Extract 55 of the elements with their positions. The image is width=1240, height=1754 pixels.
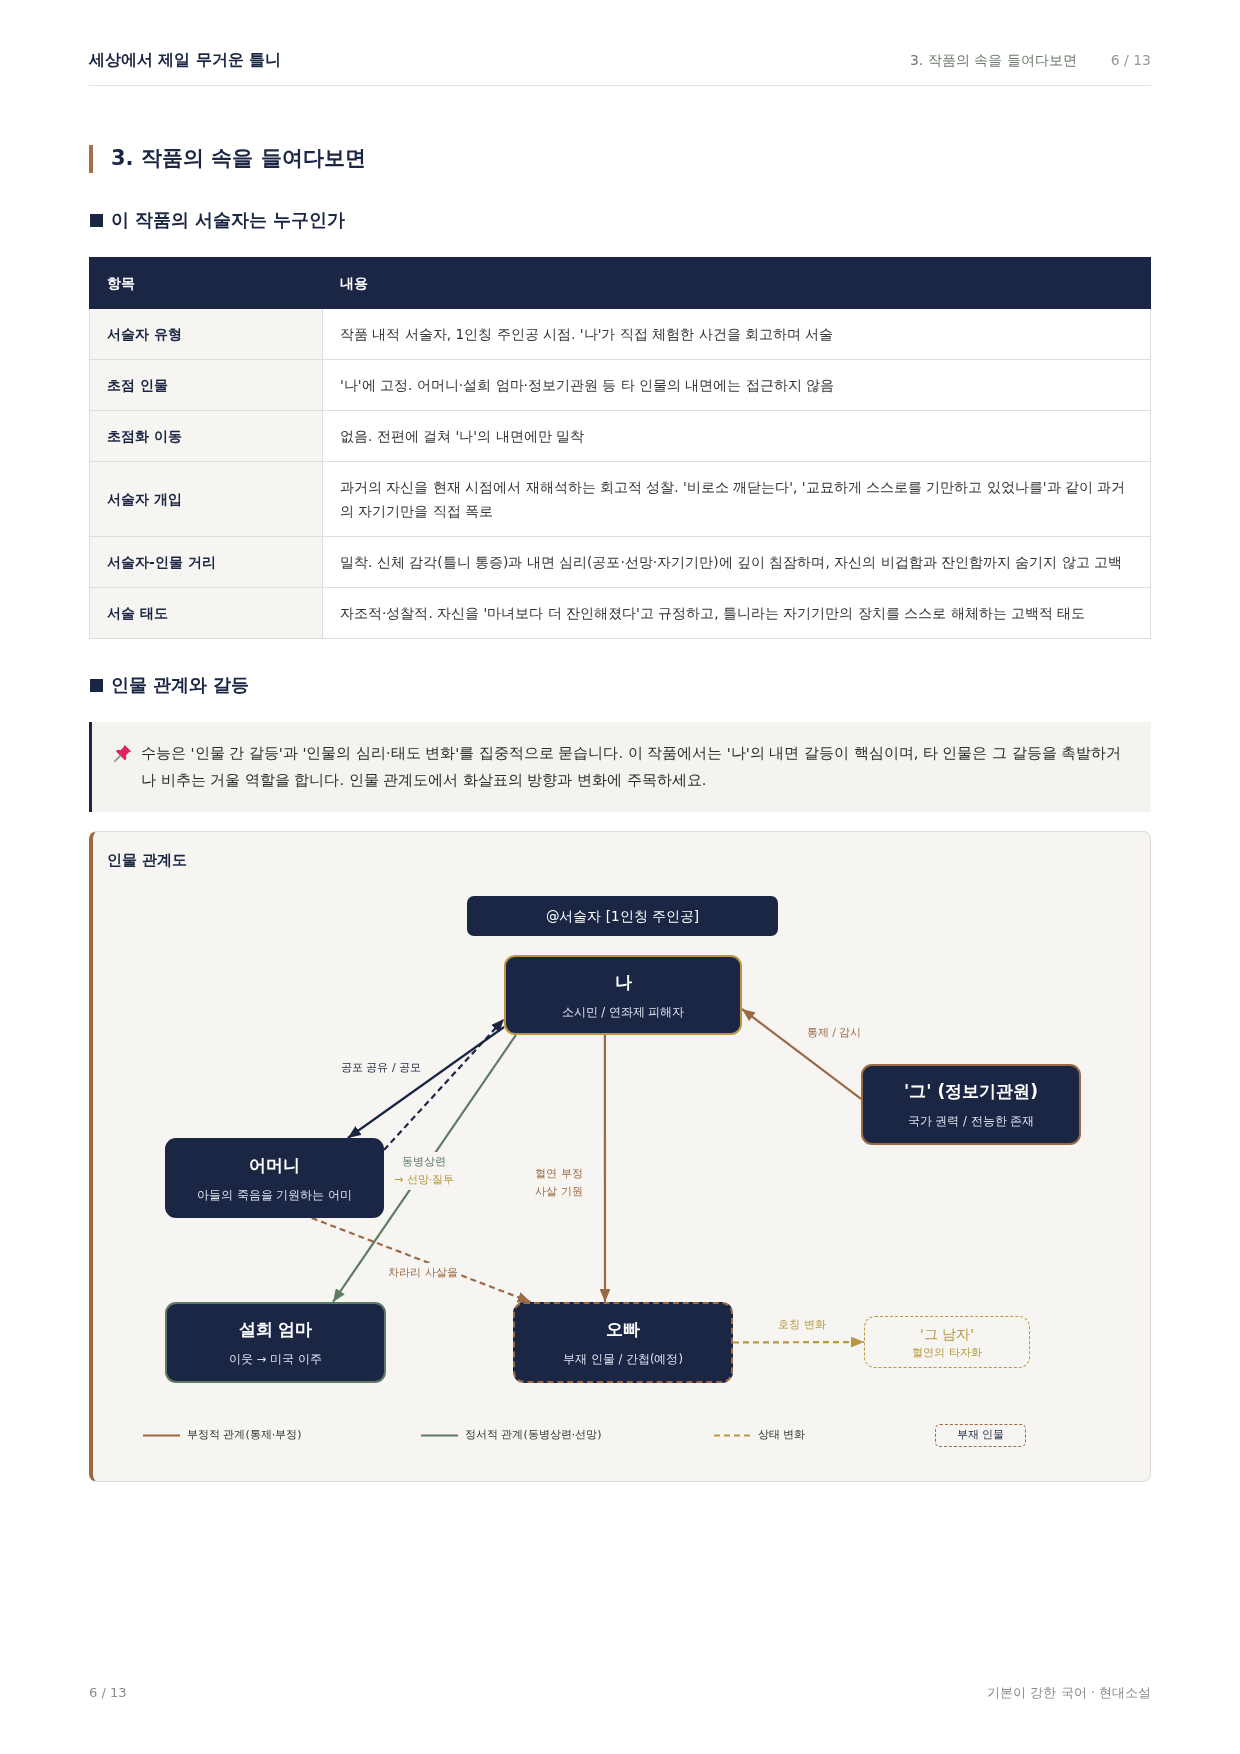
legend-label: 상태 변화 bbox=[758, 1427, 806, 1443]
row-label-cell: 초점 인물 bbox=[89, 359, 323, 411]
character-name: '그 남자' bbox=[919, 1324, 975, 1344]
table-cell: 과거의 자신을 현재 시점에서 재해석하는 회고적 성찰. '비로소 깨닫는다', '교묘하게 스스로를 기만하고 있었나를'과 같이 과거의 자기기만을 직접 폭로 bbox=[322, 461, 1151, 537]
row-label-cell: 초점화 이동 bbox=[89, 410, 323, 462]
footer-text: 기본이 강한 국어 · 현대소설 bbox=[987, 1684, 1151, 1702]
table-cell: 작품 내적 서술자, 1인칭 주인공 시점. '나'가 직접 체험한 사건을 회고하며 서술 bbox=[322, 308, 1151, 360]
character-box bbox=[165, 1138, 384, 1218]
character-box bbox=[504, 955, 742, 1035]
subsection-heading: 이 작품의 서술자는 누구인가 bbox=[111, 209, 346, 232]
running-header-section: 3. 작품의 속을 들여다보면 bbox=[909, 48, 1077, 72]
character-description: 이웃 → 미국 이주 bbox=[229, 1351, 322, 1368]
row-label-cell: 서술자 개입 bbox=[89, 461, 323, 537]
character-name: 설희 엄마 bbox=[238, 1318, 313, 1341]
callout-text: 수능은 '인물 간 갈등'과 '인물의 심리·태도 변화'를 집중적으로 묻습니다. 이 작품에서는 '나'의 내면 갈등이 핵심이며, 타 인물은 그 갈등을 촉발하거나 비추는 거울 역할을 합니다. 인물 관계도에서 화살표의 방향과 변화에 주목하세요. bbox=[141, 744, 1123, 790]
row-label-cell: 서술자-인물 거리 bbox=[89, 536, 323, 588]
character-box bbox=[864, 1316, 1030, 1368]
arrow bbox=[741, 1008, 862, 1100]
subsection-heading: 인물 관계와 갈등 bbox=[111, 674, 250, 697]
legend-label: 부정적 관계(통제·부정) bbox=[187, 1427, 302, 1443]
character-name: '그' (정보기관원) bbox=[904, 1080, 1038, 1103]
arrow bbox=[599, 1035, 611, 1302]
table-cell: '나'에 고정. 어머니·설희 엄마·정보기관원 등 타 인물의 내면에는 접근하지 않음 bbox=[322, 359, 1151, 411]
dashed-arrow bbox=[733, 1336, 864, 1348]
character-box bbox=[513, 1302, 733, 1383]
section-heading: 3. 작품의 속을 들여다보면 bbox=[111, 145, 366, 172]
character-description: 혈연의 타자화 bbox=[912, 1344, 982, 1361]
row-label-cell: 서술 태도 bbox=[89, 587, 323, 639]
table-cell: 밀착. 신체 감각(틀니 통증)과 내면 심리(공포·선망·자기기만)에 깊이 침잠하며, 자신의 비겁함과 잔인함까지 숨기지 않고 고백 bbox=[322, 536, 1151, 588]
page-number: 6 / 13 bbox=[1110, 51, 1151, 70]
page-number: 6 / 13 bbox=[89, 1684, 127, 1702]
table-header-cell: 항목 bbox=[89, 257, 323, 309]
legend-label: 정서적 관계(동병상련·선망) bbox=[465, 1427, 602, 1443]
character-description: 국가 권력 / 전능한 존재 bbox=[907, 1113, 1035, 1130]
dashed-arrow bbox=[311, 1216, 531, 1304]
arrow bbox=[347, 1026, 505, 1139]
banner-text: @서술자 [1인칭 주인공] bbox=[545, 907, 700, 926]
table-cell: 자조적·성찰적. 자신을 '마녀보다 더 잔인해졌다'고 규정하고, 틀니라는 자기기만의 장치를 스스로 해체하는 고백적 태도 bbox=[322, 587, 1151, 639]
character-name: 어머니 bbox=[249, 1153, 300, 1177]
character-description: 소시민 / 연좌제 피해자 bbox=[561, 1003, 685, 1021]
narrator-banner bbox=[467, 896, 778, 936]
character-description: 부재 인물 / 간첩(예정) bbox=[563, 1351, 683, 1368]
absent-character-key: 부재 인물 bbox=[935, 1424, 1026, 1447]
character-box bbox=[165, 1302, 386, 1383]
table-cell: 없음. 전편에 걸쳐 '나'의 내면에만 밀착 bbox=[322, 410, 1151, 462]
running-header-title: 세상에서 제일 무거운 틀니 bbox=[89, 50, 282, 71]
table-header-cell: 내용 bbox=[322, 257, 1151, 309]
panel-title: 인물 관계도 bbox=[107, 850, 188, 871]
character-box bbox=[861, 1064, 1081, 1145]
dashed-arrow bbox=[383, 1018, 505, 1151]
character-description: 아들의 죽음을 기원하는 어미 bbox=[197, 1186, 352, 1204]
row-label-cell: 서술자 유형 bbox=[89, 308, 323, 360]
diagram-panel bbox=[89, 831, 1151, 1482]
character-name: 나 bbox=[614, 970, 632, 994]
character-name: 오빠 bbox=[606, 1318, 640, 1341]
